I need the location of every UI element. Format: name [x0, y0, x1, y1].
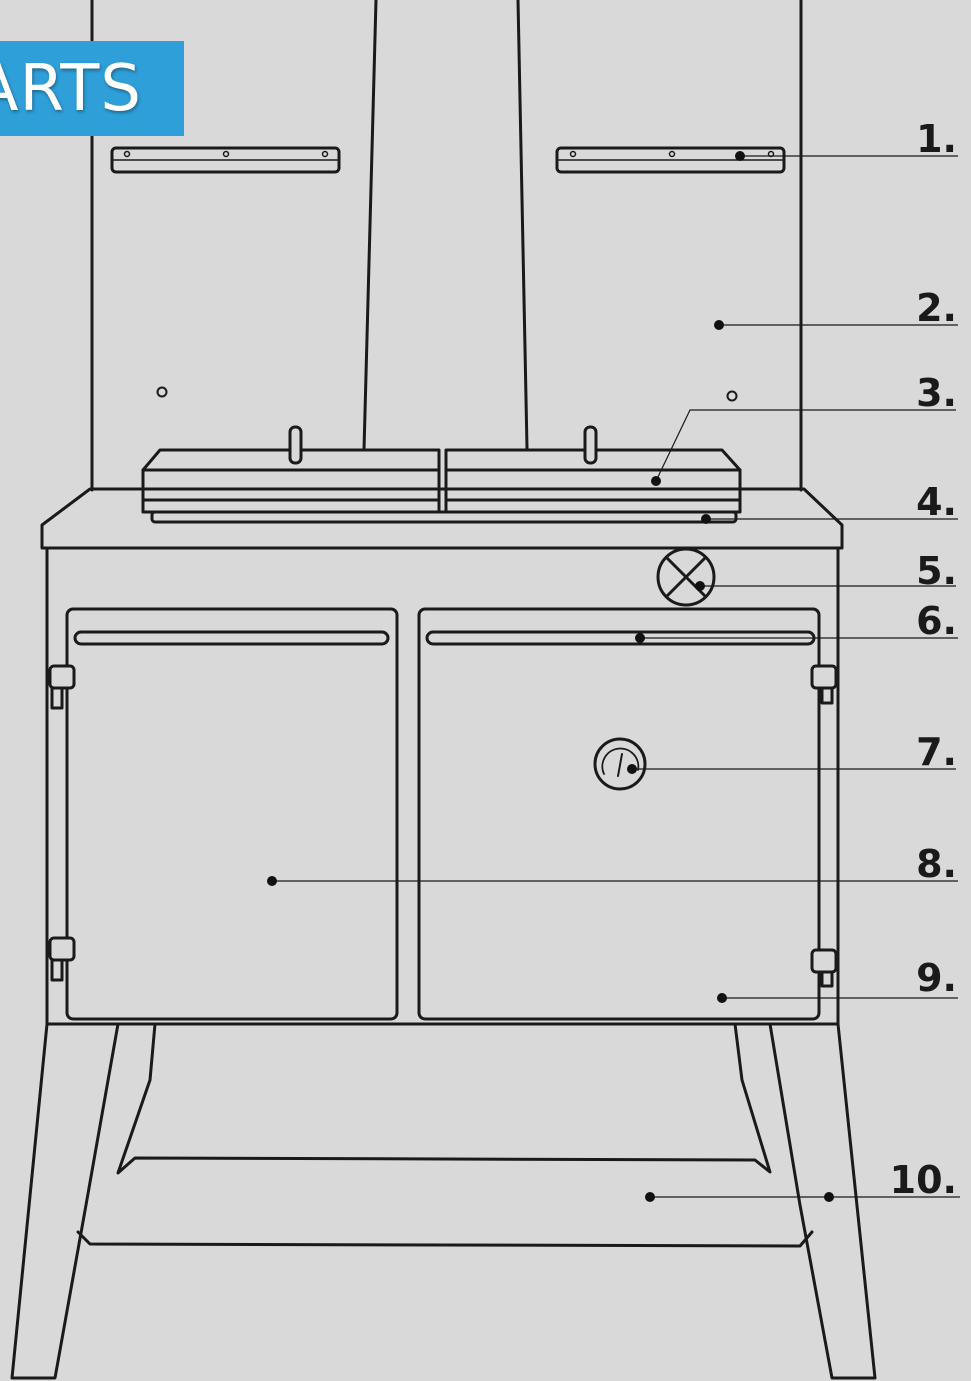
flue-damper: [656, 547, 716, 607]
leader-lines: [267, 151, 960, 1202]
oven-thermometer: [593, 737, 647, 791]
parts-banner: ARTS: [0, 41, 184, 136]
banner-title: ARTS: [0, 51, 142, 126]
callout-label-4: 4.: [916, 480, 957, 524]
hotplate: [40, 487, 844, 550]
warming-rail-right: [555, 146, 786, 174]
hotplate-lid-right: [444, 425, 742, 514]
warming-rail-left: [110, 146, 341, 174]
callout-label-6: 6.: [916, 599, 957, 643]
oven-door: [417, 607, 838, 1021]
stove-body: [45, 546, 840, 1026]
callout-label-2: 2.: [916, 286, 957, 330]
callout-label-3: 3.: [916, 371, 957, 415]
callout-label-9: 9.: [916, 956, 957, 1000]
callout-label-10: 10.: [889, 1158, 957, 1202]
callout-label-8: 8.: [916, 842, 957, 886]
splashback: [90, 0, 803, 492]
callout-label-1: 1.: [916, 117, 957, 161]
hotplate-lid-left: [141, 425, 441, 514]
stand-legs: [10, 1022, 877, 1380]
callout-label-7: 7.: [916, 730, 957, 774]
callout-label-5: 5.: [916, 549, 957, 593]
firebox-door: [48, 607, 399, 1021]
